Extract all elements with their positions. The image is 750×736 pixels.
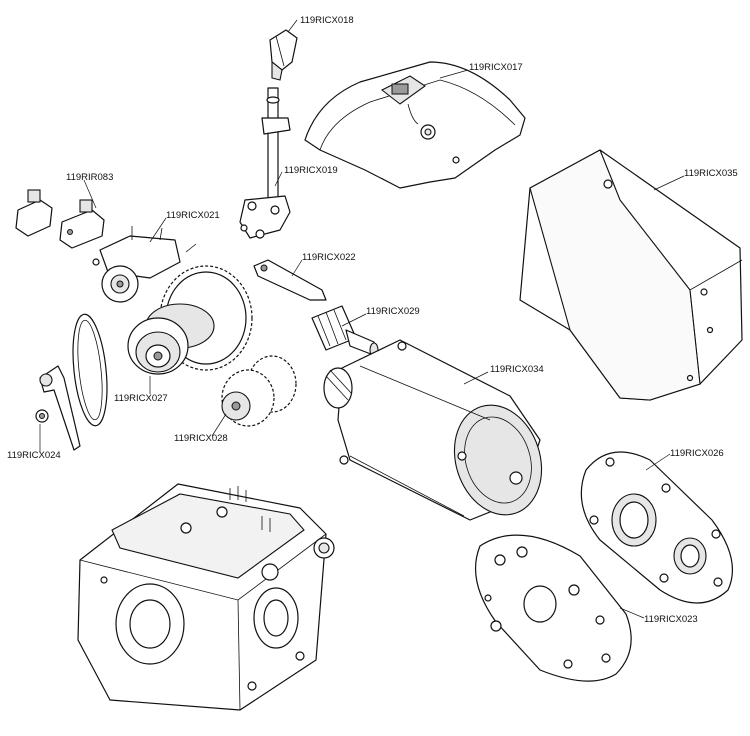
part-small-gear-028[interactable] xyxy=(221,355,297,427)
label-119ricx034[interactable]: 119RICX034 xyxy=(490,364,544,375)
part-gasket-023[interactable] xyxy=(474,534,632,682)
part-belt-arm-024[interactable] xyxy=(35,313,112,451)
part-large-gear-027[interactable] xyxy=(127,265,253,375)
part-motor-034[interactable] xyxy=(323,339,555,526)
label-119ricx027[interactable]: 119RICX027 xyxy=(114,393,168,404)
part-flange-026[interactable] xyxy=(580,451,734,604)
part-side-cover-035[interactable] xyxy=(519,149,743,401)
label-119ricx023[interactable]: 119RICX023 xyxy=(644,614,698,625)
label-119rir083[interactable]: 119RIR083 xyxy=(66,172,113,183)
label-119ricx024[interactable]: 119RICX024 xyxy=(7,450,61,461)
label-119ricx028[interactable]: 119RICX028 xyxy=(174,433,228,444)
label-119ricx017[interactable]: 119RICX017 xyxy=(469,62,523,73)
label-119ricx022[interactable]: 119RICX022 xyxy=(302,252,356,263)
label-119ricx019[interactable]: 119RICX019 xyxy=(284,165,338,176)
label-119ricx021[interactable]: 119RICX021 xyxy=(166,210,220,221)
leader-lines xyxy=(39,19,685,619)
part-knob-018[interactable] xyxy=(269,29,298,81)
part-labels: 119RICX018 119RICX017 119RICX035 119RIR0… xyxy=(7,15,738,625)
part-switches-083[interactable] xyxy=(15,189,105,249)
label-119ricx018[interactable]: 119RICX018 xyxy=(300,15,354,26)
part-top-cover-017[interactable] xyxy=(304,61,526,189)
housing-body[interactable] xyxy=(77,483,335,711)
part-lever-022[interactable] xyxy=(253,259,327,301)
part-shaft-019[interactable] xyxy=(239,87,291,239)
label-119ricx026[interactable]: 119RICX026 xyxy=(670,448,724,459)
label-119ricx035[interactable]: 119RICX035 xyxy=(684,168,738,179)
label-119ricx029[interactable]: 119RICX029 xyxy=(366,306,420,317)
